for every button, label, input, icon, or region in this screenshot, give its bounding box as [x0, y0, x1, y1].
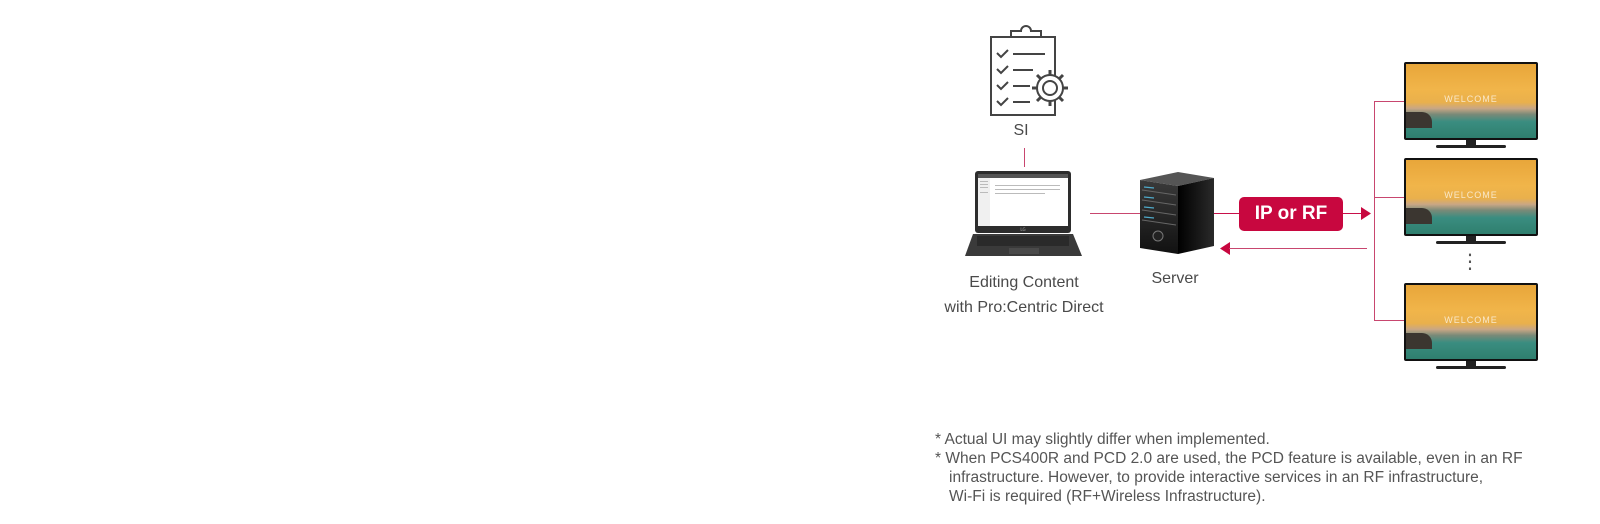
arrow-right-icon [1361, 207, 1371, 220]
laptop-node: LG [965, 170, 1083, 260]
footnote-2: * When PCS400R and PCD 2.0 are used, the… [935, 450, 1523, 467]
connector-si-laptop [1024, 148, 1025, 167]
server-label: Server [1151, 270, 1199, 287]
laptop-label-line1: Editing Content [969, 274, 1079, 291]
arrow-left-icon [1220, 242, 1230, 255]
connector-badge-arrow [1343, 213, 1363, 214]
footnotes: * Actual UI may slightly differ when imp… [935, 430, 1523, 506]
tv-3: WELCOME [1404, 283, 1538, 371]
laptop-label: Editing Content with Pro:Centric Direct [930, 270, 1118, 320]
connector-return [1229, 248, 1367, 249]
tv-icon: WELCOME [1404, 62, 1538, 140]
tv-2: WELCOME [1404, 158, 1538, 246]
connector-server-badge [1214, 213, 1239, 214]
connector-tv-2 [1374, 197, 1404, 198]
connector-tv-1 [1374, 101, 1404, 102]
connector-laptop-server [1090, 213, 1140, 214]
svg-text:LG: LG [1020, 227, 1025, 232]
server-node [1138, 168, 1214, 256]
si-node [985, 25, 1075, 120]
tv-icon: WELCOME [1404, 283, 1538, 361]
server-tower-icon [1140, 172, 1214, 254]
footnote-2-cont-1: infrastructure. However, to provide inte… [949, 469, 1484, 486]
tv-icon: WELCOME [1404, 158, 1538, 236]
footnote-2-cont-2: Wi-Fi is required (RF+Wireless Infrastru… [949, 488, 1266, 505]
tv-screen-text: WELCOME [1444, 94, 1498, 104]
more-tvs-ellipsis: ⋮ [1460, 251, 1480, 273]
laptop-icon: LG [965, 171, 1082, 256]
tv-screen-text: WELCOME [1444, 315, 1498, 325]
connector-tv-3 [1374, 320, 1404, 321]
laptop-label-line2: with Pro:Centric Direct [944, 299, 1104, 316]
tv-screen-text: WELCOME [1444, 190, 1498, 200]
footnote-1: * Actual UI may slightly differ when imp… [935, 431, 1270, 448]
connection-badge: IP or RF [1239, 197, 1343, 231]
tv-1: WELCOME [1404, 62, 1538, 150]
si-label: SI [1013, 122, 1029, 139]
connector-bus [1374, 101, 1375, 321]
clipboard-gear-icon [990, 25, 1068, 116]
